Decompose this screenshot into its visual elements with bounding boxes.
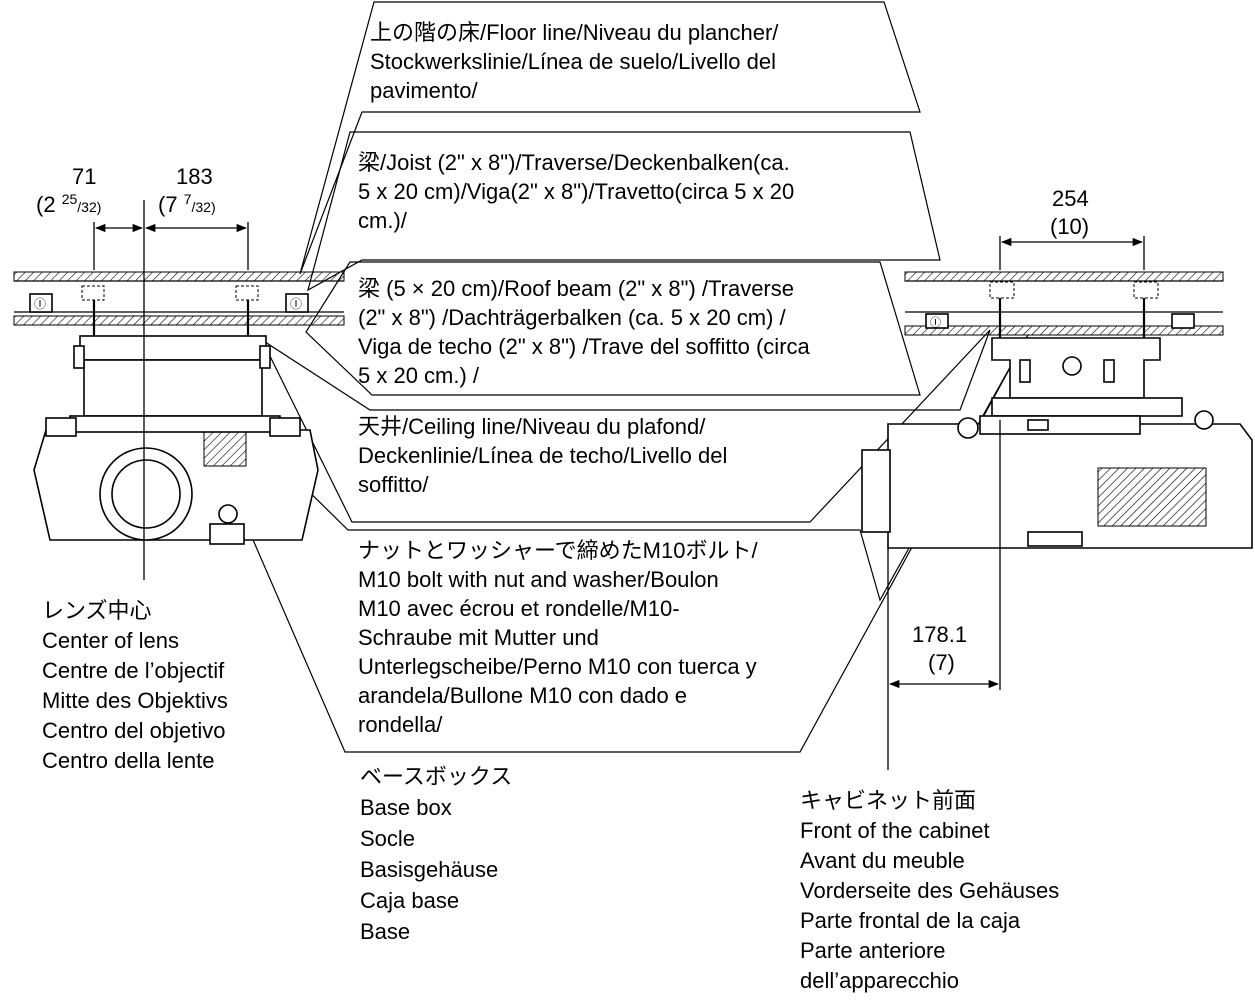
lens-center-line-1: レンズ中心: [42, 598, 152, 623]
joist-callout-frame: [307, 131, 941, 292]
dimension-labels: 71 (2 25/32) 183 (7 7/32) 254 (10) 178.1…: [36, 164, 1089, 675]
floor-line-3: pavimento/: [370, 78, 479, 103]
cabinet-front-line-6: Parte anteriore: [800, 938, 946, 963]
cabinet-front-line-4: Vorderseite des Gehäuses: [800, 878, 1059, 903]
floor-callout-frame: [299, 1, 921, 275]
bolt-line-1: ナットとワッシャーで締めたM10ボルト/: [358, 538, 758, 563]
roof-beam-callout-text: 梁 (5 × 20 cm)/Roof beam (2" x 8") /Trave…: [358, 276, 811, 388]
roof-beam-line-2: (2" x 8") /Dachträgerbalken (ca. 5 x 20 …: [358, 305, 787, 330]
cabinet-front-line-3: Avant du meuble: [800, 848, 965, 873]
dim-254-inch: (10): [1050, 214, 1089, 239]
dim-254-mm: 254: [1052, 186, 1089, 211]
joist-line-2: 5 x 20 cm)/Viga(2" x 8")/Travetto(circa …: [358, 179, 794, 204]
floor-hatch-left: [13, 271, 345, 282]
dim-71-mm: 71: [72, 164, 96, 189]
base-box-line-6: Base: [360, 919, 410, 944]
bolt-line-6: arandela/Bullone M10 con dado e: [358, 683, 687, 708]
ceiling-line-2: Deckenlinie/Línea de techo/Livello del: [358, 443, 727, 468]
joist-line-1: 梁/Joist (2" x 8")/Traverse/Deckenbalken(…: [358, 150, 790, 175]
ceiling-hatch-left: [13, 315, 345, 326]
cabinet-front-line-5: Parte frontal de la caja: [800, 908, 1021, 933]
lens-center-line-4: Mitte des Objektivs: [42, 688, 228, 713]
bolt-line-7: rondella/: [358, 712, 443, 737]
base-box-line-3: Socle: [360, 826, 415, 851]
floor-hatch-right: [904, 271, 1224, 282]
dim-178-mm: 178.1: [912, 622, 967, 647]
bolt-line-4: Schraube mit Mutter und: [358, 625, 599, 650]
ceiling-hatch-right: [904, 325, 1224, 336]
beam-tag-side: Ⓘ: [930, 316, 941, 329]
beam-tag-left: Ⓘ: [34, 297, 46, 311]
floor-line-1: 上の階の床/Floor line/Niveau du plancher/: [370, 20, 779, 45]
cabinet-front-label: キャビネット前面 Front of the cabinet Avant du m…: [800, 788, 1059, 993]
base-box-label: ベースボックス Base box Socle Basisgehäuse Caja…: [360, 764, 512, 944]
floor-line-2: Stockwerkslinie/Línea de suelo/Livello d…: [370, 49, 776, 74]
front-vent: [203, 431, 247, 467]
lens-center-line-3: Centre de l’objectif: [42, 658, 225, 683]
roof-beam-line-4: 5 x 20 cm.) /: [358, 363, 480, 388]
ceiling-line-1: 天井/Ceiling line/Niveau du plafond/: [358, 414, 706, 439]
roof-beam-line-3: Viga de techo (2" x 8") /Trave del soffi…: [358, 334, 811, 359]
floor-callout-text: 上の階の床/Floor line/Niveau du plancher/ Sto…: [370, 20, 779, 103]
dim-71-inch: (2 25/32): [36, 191, 101, 217]
side-view: Ⓘ: [861, 236, 1253, 770]
base-box-left: [79, 335, 267, 361]
front-view: Ⓘ Ⓘ: [13, 200, 345, 580]
joist-callout-text: 梁/Joist (2" x 8")/Traverse/Deckenbalken(…: [358, 150, 794, 233]
ceiling-callout-text: 天井/Ceiling line/Niveau du plafond/ Decke…: [358, 414, 727, 497]
lens-center-line-2: Center of lens: [42, 628, 179, 653]
bolt-line-5: Unterlegscheibe/Perno M10 con tuerca y: [358, 654, 757, 679]
dim-183-inch: (7 7/32): [158, 191, 216, 217]
base-box-line-5: Caja base: [360, 888, 459, 913]
callout-frames: [174, 1, 1029, 753]
lens-center-line-6: Centro della lente: [42, 748, 214, 773]
joist-line-3: cm.)/: [358, 208, 408, 233]
bolt-callout-text: ナットとワッシャーで締めたM10ボルト/ M10 bolt with nut a…: [358, 538, 758, 737]
cabinet-front-line-7: dell’apparecchio: [800, 968, 959, 993]
beam-tag-right: Ⓘ: [290, 297, 302, 311]
ceiling-line-3: soffitto/: [358, 472, 429, 497]
side-vent: [1097, 467, 1207, 527]
lens-center-line-5: Centro del objetivo: [42, 718, 225, 743]
cabinet-front-line-2: Front of the cabinet: [800, 818, 990, 843]
roof-beam-line-1: 梁 (5 × 20 cm)/Roof beam (2" x 8") /Trave…: [358, 276, 794, 301]
cabinet-front-line-1: キャビネット前面: [800, 788, 976, 813]
lens-inner: [111, 459, 181, 529]
base-box-line-4: Basisgehäuse: [360, 857, 498, 882]
lens-center-label: レンズ中心 Center of lens Centre de l’objecti…: [42, 598, 228, 773]
base-box-line-1: ベースボックス: [360, 764, 512, 789]
base-box-line-2: Base box: [360, 795, 452, 820]
dim-178-inch: (7): [928, 650, 955, 675]
bolt-line-2: M10 bolt with nut and washer/Boulon: [358, 567, 719, 592]
bolt-line-3: M10 avec écrou et rondelle/M10-: [358, 596, 680, 621]
dim-183-mm: 183: [176, 164, 213, 189]
